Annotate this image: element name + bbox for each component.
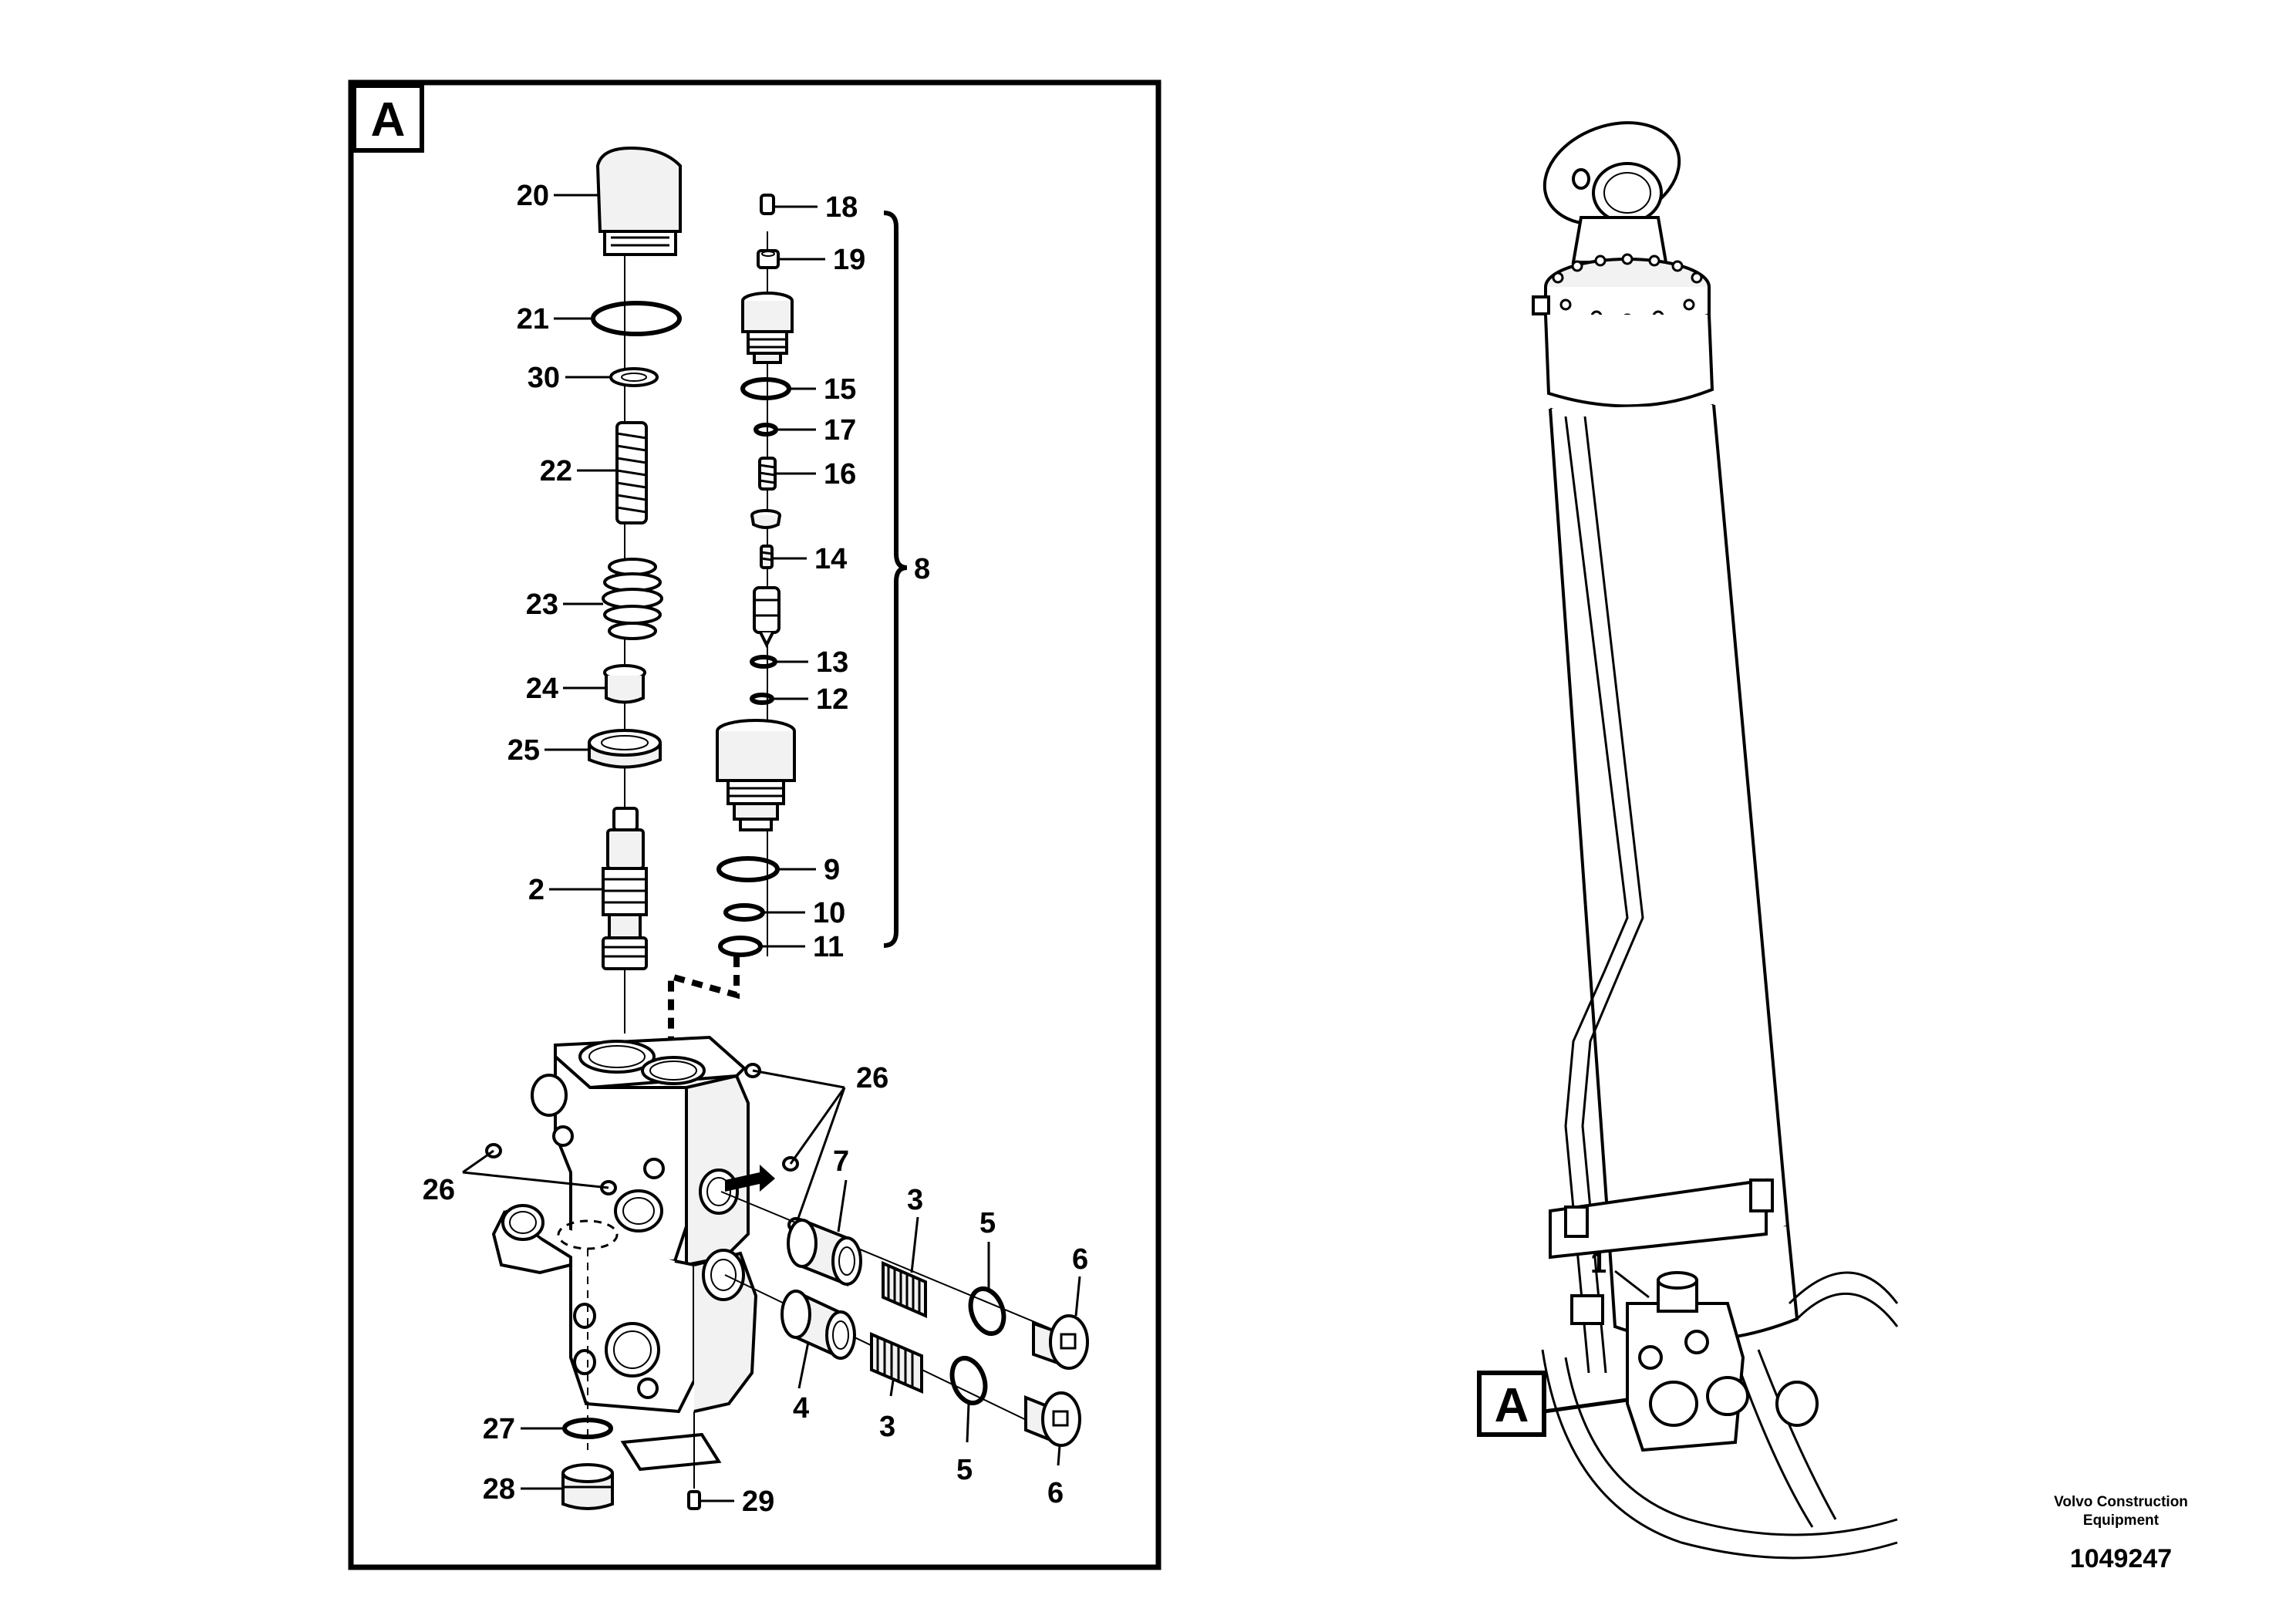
- callout-11: 11: [813, 931, 844, 963]
- callout-5-upper: 5: [979, 1207, 996, 1239]
- insertion-path: [668, 956, 740, 1041]
- figure-number: 1049247: [2069, 1544, 2173, 1573]
- part-2-spool: [602, 807, 648, 970]
- part-10-ring: [723, 903, 765, 922]
- leader-6-upper: [1074, 1276, 1081, 1317]
- callout-21: 21: [517, 303, 549, 336]
- part-poppet: [753, 586, 781, 649]
- callout-1: 1: [1590, 1247, 1607, 1280]
- callout-5-lower: 5: [956, 1454, 973, 1486]
- callout-24: 24: [526, 673, 558, 705]
- callout-30: 30: [528, 362, 560, 394]
- callout-25: 25: [507, 734, 540, 767]
- callout-27: 27: [483, 1413, 515, 1445]
- part-25-seal: [588, 729, 662, 769]
- leader-5-lower: [966, 1403, 970, 1443]
- callout-4: 4: [793, 1392, 809, 1425]
- leader-26b-2: [462, 1171, 609, 1189]
- callout-15: 15: [824, 373, 856, 406]
- callout-2: 2: [528, 874, 544, 906]
- part-6-plug-upper: [1032, 1314, 1089, 1370]
- callout-8: 8: [914, 553, 930, 585]
- part-3-spring-lower: [870, 1331, 923, 1394]
- callout-19: 19: [833, 244, 865, 276]
- figure-credit: Volvo Construction Equipment 1049247: [2021, 1493, 2221, 1574]
- part-5-o-ring-upper: [968, 1286, 1006, 1337]
- part-30-washer: [609, 367, 659, 387]
- part-23-spring: [602, 558, 663, 640]
- callout-20: 20: [517, 180, 549, 212]
- part-4-piston: [781, 1289, 856, 1361]
- callout-6-upper: 6: [1072, 1243, 1088, 1276]
- part-14-spring: [760, 545, 774, 569]
- overview-label-box: [1477, 1371, 1546, 1437]
- leader-7: [837, 1179, 848, 1233]
- part-valve-body: [716, 719, 796, 831]
- part-gasket-plate: [620, 1432, 722, 1472]
- callout-6-lower: 6: [1047, 1477, 1064, 1509]
- part-5-o-ring-lower: [949, 1355, 988, 1406]
- part-22-spring: [615, 421, 648, 524]
- part-13-ring: [750, 655, 777, 669]
- callout-16: 16: [824, 458, 856, 491]
- part-valve-cap: [741, 292, 794, 364]
- callout-9: 9: [824, 854, 840, 886]
- part-7-piston: [787, 1218, 862, 1286]
- leader-1: [1614, 1270, 1650, 1299]
- part-17-ring: [754, 423, 778, 437]
- part-16-spring: [758, 457, 777, 491]
- part-valve-block: [491, 1035, 758, 1450]
- part-9-o-ring: [716, 856, 780, 882]
- callout-26-top: 26: [856, 1062, 888, 1094]
- leader-6-lower: [1057, 1445, 1061, 1466]
- part-29-screw: [687, 1490, 701, 1510]
- leader-3-lower: [889, 1380, 895, 1397]
- callout-7: 7: [833, 1145, 849, 1178]
- callout-13: 13: [816, 646, 848, 679]
- part-18-pin: [760, 194, 775, 215]
- part-20-plug: [595, 146, 682, 256]
- callout-26-left: 26: [423, 1174, 455, 1206]
- part-19-nut: [757, 249, 780, 269]
- callout-12: 12: [816, 683, 848, 716]
- detail-label-box: [352, 83, 424, 153]
- overview-label: A: [1495, 1379, 1529, 1432]
- part-11-o-ring: [718, 936, 763, 957]
- detail-frame: [348, 79, 1161, 1570]
- callout-10: 10: [813, 897, 845, 929]
- part-28-plug: [561, 1463, 614, 1510]
- cylinder-overview: [1532, 121, 1899, 1560]
- part-21-o-ring: [591, 301, 682, 336]
- leader-3-upper: [910, 1216, 919, 1273]
- leader-26a-1: [752, 1069, 845, 1089]
- overview-pointer: [1543, 1398, 1628, 1414]
- callout-17: 17: [824, 414, 856, 447]
- callout-14: 14: [814, 543, 847, 575]
- axis-upper-bore: [720, 1191, 1065, 1335]
- detail-label: A: [371, 93, 406, 147]
- part-15-o-ring: [740, 377, 791, 400]
- kit-brace: [883, 211, 908, 948]
- callout-22: 22: [540, 455, 572, 487]
- leader-26b-1: [462, 1149, 494, 1174]
- part-24-sleeve: [603, 664, 646, 704]
- part-6-plug-lower: [1024, 1391, 1081, 1447]
- part-12-ring: [750, 693, 774, 705]
- callout-23: 23: [526, 588, 558, 621]
- callout-18: 18: [825, 191, 858, 224]
- callout-29: 29: [742, 1485, 774, 1518]
- callout-3-upper: 3: [907, 1184, 923, 1216]
- part-seat: [750, 509, 781, 529]
- flow-arrow-icon: [725, 1165, 775, 1192]
- part-3-spring-upper: [882, 1260, 927, 1319]
- company-name-line1: Volvo Construction: [2054, 1494, 2188, 1510]
- leader-26a-2: [789, 1087, 846, 1165]
- company-name-line2: Equipment: [2082, 1512, 2159, 1529]
- leader-4: [797, 1341, 810, 1389]
- leader-26a-3: [794, 1087, 846, 1226]
- callout-3-lower: 3: [879, 1411, 895, 1443]
- callout-28: 28: [483, 1473, 515, 1506]
